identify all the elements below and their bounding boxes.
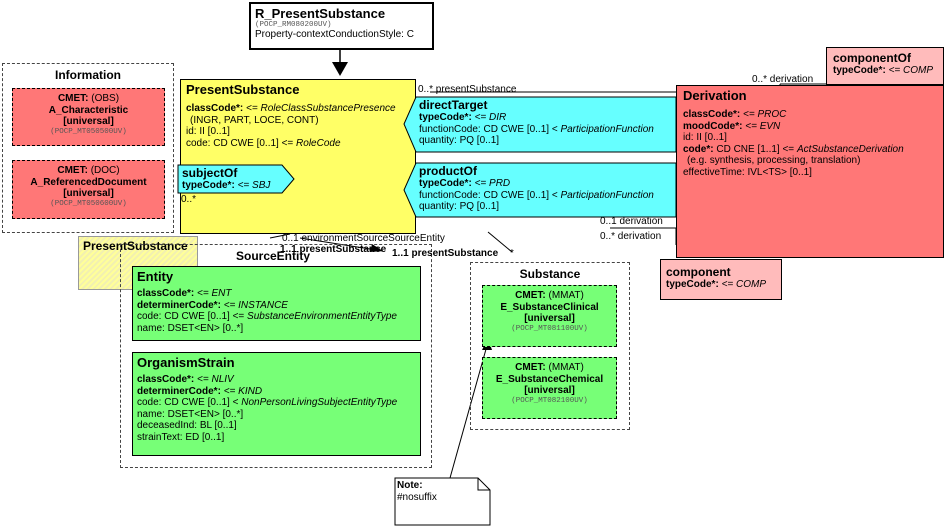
- substance-title: Substance: [519, 267, 581, 281]
- substance-link: [487, 231, 513, 253]
- label-env-source: 0..1 environmentSourceSourceEntity: [282, 233, 445, 244]
- cmet-name: E_SubstanceClinical: [500, 301, 599, 313]
- cmet-a-characteristic: CMET: (OBS) A_Characteristic [universal]…: [12, 88, 165, 146]
- header-title: R_PresentSubstance: [255, 6, 386, 21]
- subject-of-association: subjectOf typeCode*: <= SBJ: [182, 166, 271, 191]
- derivation-title: Derivation: [683, 88, 747, 103]
- cmet-a-referenced-document: CMET: (DOC) A_ReferencedDocument [univer…: [12, 160, 165, 219]
- header-style: Property-contextConductionStyle: C: [255, 29, 414, 40]
- header-box: R_PresentSubstance (POCP_RM080200UV) Pro…: [249, 2, 434, 50]
- source-entity-arrowhead: [370, 244, 383, 252]
- present-substance-title: PresentSubstance: [186, 82, 300, 97]
- product-of-association: productOf typeCode*: <= PRD functionCode…: [419, 164, 654, 212]
- note-text: #nosuffix: [397, 491, 437, 503]
- derivation-class: Derivation classCode*: <= PROC moodCode*…: [676, 85, 944, 258]
- label-present-sub-b: 1..1 presentSubstance: [392, 248, 499, 259]
- header-arrowhead: [332, 62, 348, 76]
- cmet-e-substance-clinical: CMET: (MMAT) E_SubstanceClinical [univer…: [482, 285, 617, 347]
- component-of-association: componentOf typeCode*: <= COMP: [826, 47, 944, 85]
- header-id: (POCP_RM080200UV): [255, 21, 332, 29]
- cmet-name: E_SubstanceChemical: [495, 373, 604, 385]
- label-present-sub-a: 1..1 presentSubstance: [280, 244, 387, 255]
- note-link: [449, 341, 489, 479]
- note: Note: #nosuffix: [397, 480, 477, 520]
- substance-group: Substance: [470, 262, 630, 430]
- source-entity-title: SourceEntity: [236, 249, 311, 263]
- organism-strain-class: OrganismStrain classCode*: <= NLIV deter…: [132, 352, 421, 456]
- cmet-name: A_Characteristic: [48, 104, 129, 116]
- source-entity-group: SourceEntity: [120, 244, 432, 468]
- component-association: component typeCode*: <= COMP: [660, 259, 782, 300]
- env-source-link: [269, 233, 291, 239]
- label-derivation-top: 0..* derivation: [752, 74, 814, 85]
- label-derivation-2: 0..* derivation: [600, 231, 662, 242]
- note-title: Note:: [397, 480, 423, 491]
- information-title: Information: [55, 68, 121, 82]
- label-star: *: [510, 248, 514, 259]
- information-group: Information: [2, 63, 174, 233]
- direct-target-association: directTarget typeCode*: <= DIR functionC…: [419, 98, 654, 146]
- label-derivation-1: 0..1 derivation: [600, 216, 663, 227]
- subject-of-mult: 0..*: [181, 194, 197, 205]
- label-present-substance-top: 0..* presentSubstance: [418, 84, 517, 95]
- entity-class: Entity classCode*: <= ENT determinerCode…: [132, 266, 421, 341]
- cmet-name: A_ReferencedDocument: [30, 176, 147, 188]
- cmet-e-substance-chemical: CMET: (MMAT) E_SubstanceChemical [univer…: [482, 357, 617, 419]
- present-substance-class: PresentSubstance classCode*: <= RoleClas…: [180, 79, 416, 234]
